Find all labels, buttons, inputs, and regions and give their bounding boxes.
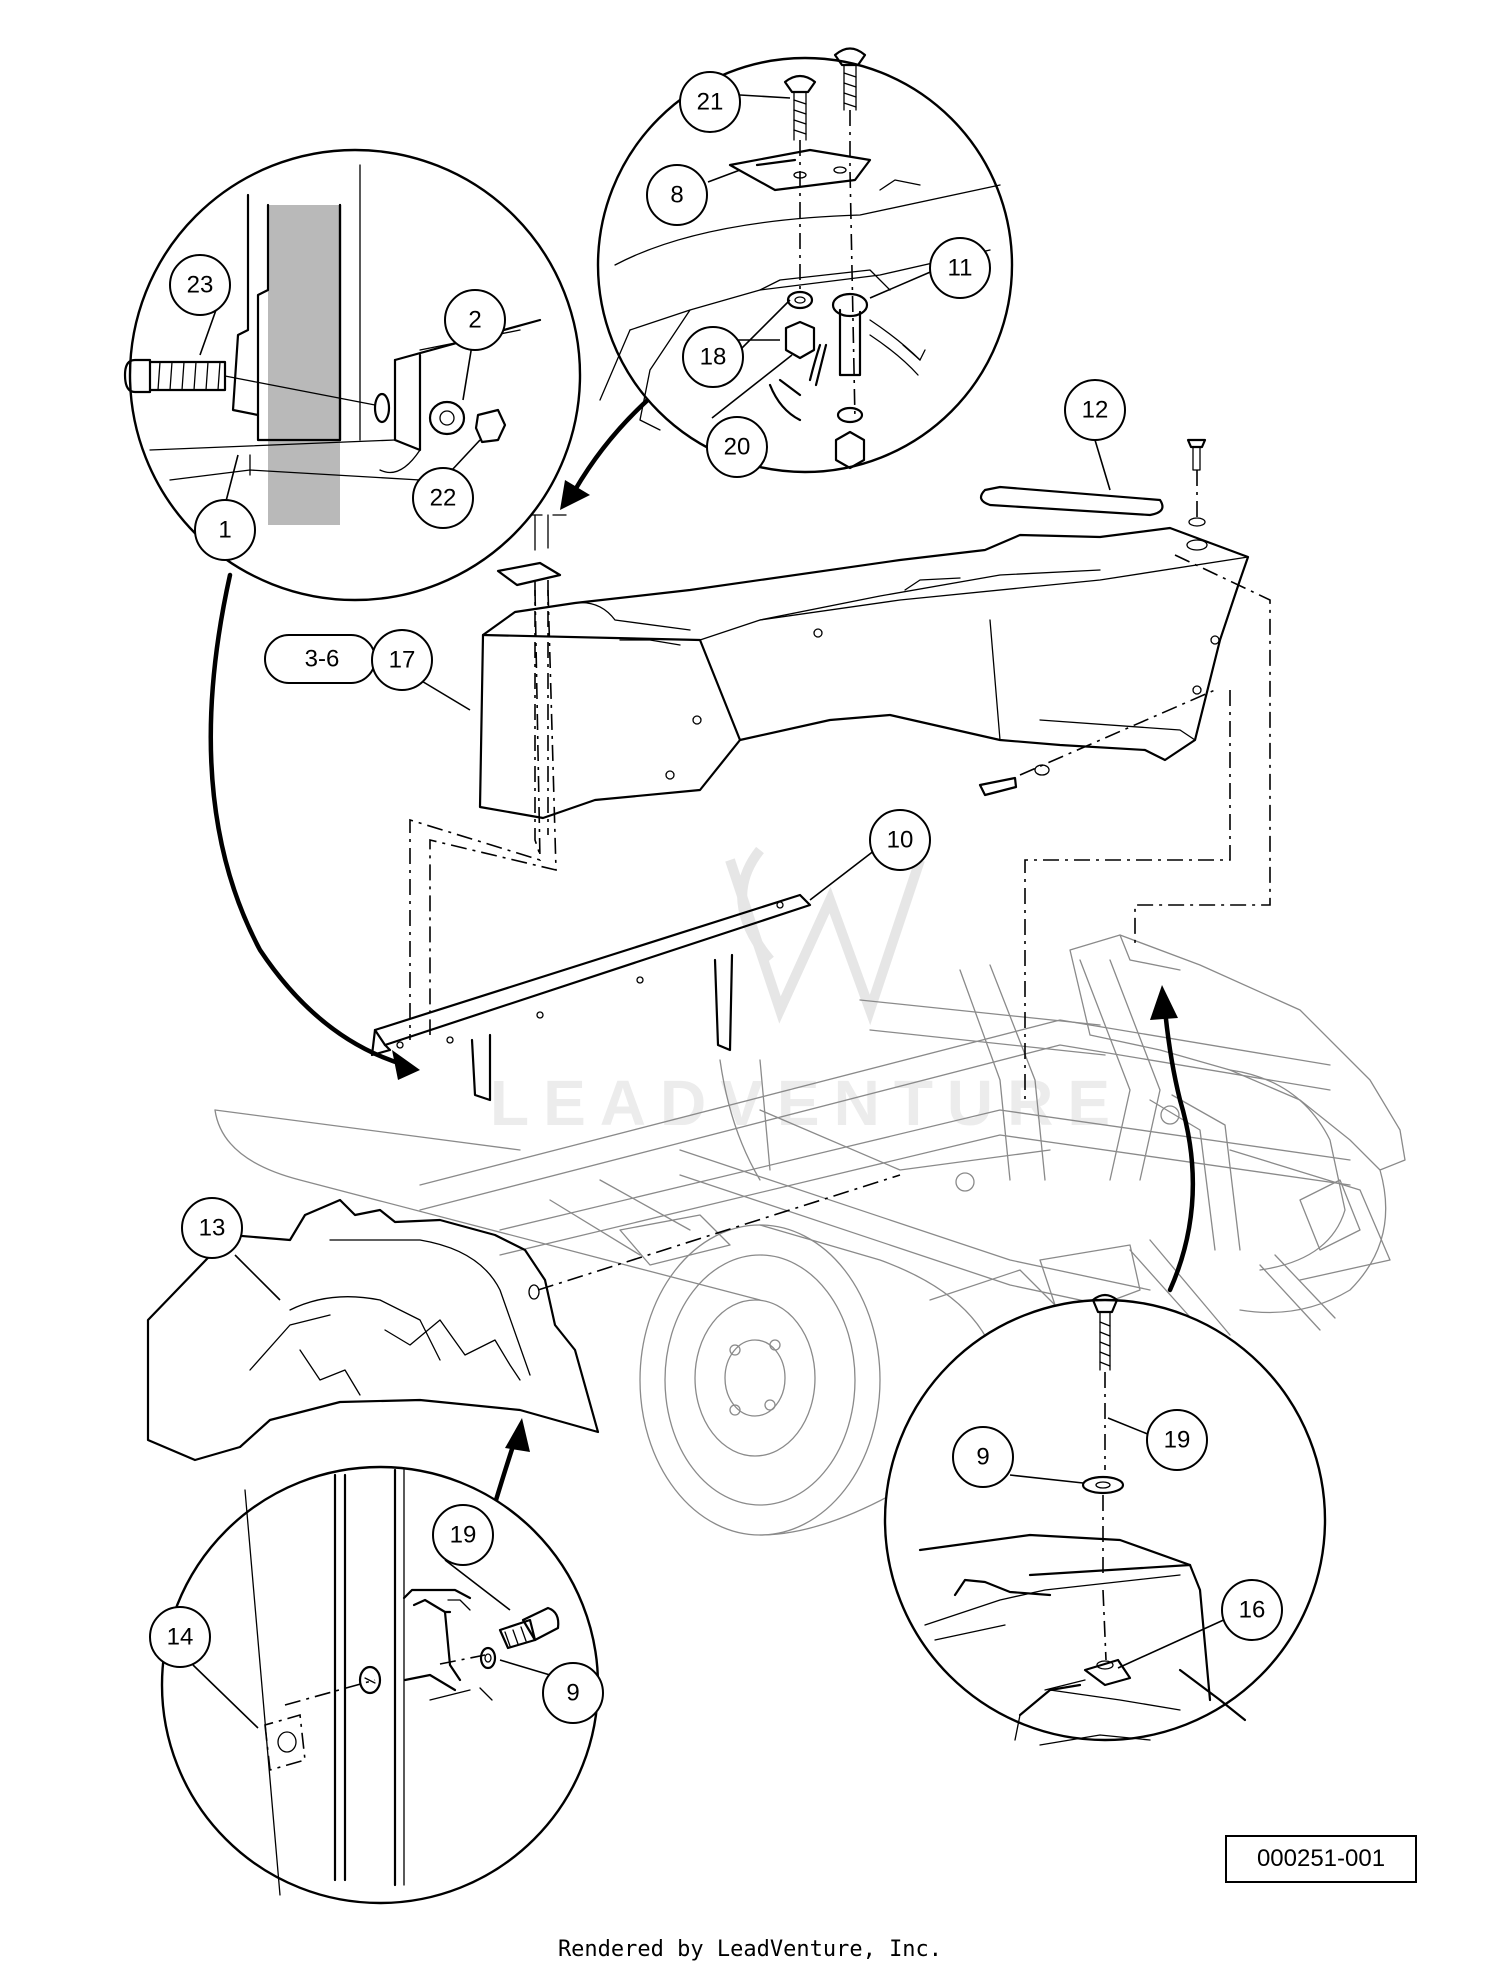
callout-label: 9 bbox=[976, 1444, 989, 1471]
callout-label: 19 bbox=[1164, 1427, 1191, 1454]
callout-label: 22 bbox=[430, 485, 457, 512]
callout-ref-3-6: 3-6 bbox=[264, 634, 376, 684]
callout-2: 2 bbox=[444, 289, 506, 351]
plate-screws bbox=[496, 514, 567, 587]
callout-19-right: 19 bbox=[1146, 1409, 1208, 1471]
callout-label: 18 bbox=[700, 344, 727, 371]
callout-11: 11 bbox=[929, 237, 991, 299]
callout-label: 23 bbox=[187, 272, 214, 299]
callout-16: 16 bbox=[1221, 1579, 1283, 1641]
render-credit: Rendered by LeadVenture, Inc. bbox=[557, 1937, 943, 1962]
callout-label: 16 bbox=[1239, 1597, 1266, 1624]
detail-view-top-left bbox=[123, 148, 582, 602]
callout-label: 17 bbox=[389, 647, 416, 674]
callout-label: 9 bbox=[566, 1680, 579, 1707]
alignment-lines bbox=[409, 470, 1271, 1291]
callout-23: 23 bbox=[169, 254, 231, 316]
callout-14: 14 bbox=[149, 1606, 211, 1668]
callout-label: 21 bbox=[697, 89, 724, 116]
callout-13: 13 bbox=[181, 1197, 243, 1259]
callout-20: 20 bbox=[706, 416, 768, 478]
callout-22: 22 bbox=[412, 467, 474, 529]
cross-member-bracket bbox=[370, 893, 812, 1102]
body-panel bbox=[478, 526, 1250, 820]
callout-label: 11 bbox=[948, 255, 973, 282]
callout-1: 1 bbox=[194, 499, 256, 561]
callout-17: 17 bbox=[371, 629, 433, 691]
callout-18: 18 bbox=[682, 326, 744, 388]
callout-label: 8 bbox=[670, 182, 683, 209]
callout-19-left: 19 bbox=[432, 1504, 494, 1566]
watermark-text: LEADVENTURE bbox=[490, 1067, 1124, 1139]
callout-9-left: 9 bbox=[542, 1662, 604, 1724]
callout-label: 19 bbox=[450, 1522, 477, 1549]
callout-9-right: 9 bbox=[952, 1426, 1014, 1488]
callout-label: 10 bbox=[887, 827, 914, 854]
document-number: 000251-001 bbox=[1225, 1835, 1417, 1883]
callout-label: 2 bbox=[468, 307, 481, 334]
callout-label: 20 bbox=[724, 434, 751, 461]
callout-label: 14 bbox=[167, 1624, 194, 1651]
callout-label: 12 bbox=[1082, 397, 1109, 424]
leader-lines bbox=[192, 94, 1229, 1729]
callout-12: 12 bbox=[1064, 379, 1126, 441]
detail-view-bottom-right bbox=[883, 1293, 1327, 1746]
callout-10: 10 bbox=[869, 809, 931, 871]
callout-21: 21 bbox=[679, 71, 741, 133]
callout-8: 8 bbox=[646, 164, 708, 226]
trim-screw bbox=[1186, 438, 1208, 551]
callout-label: 1 bbox=[218, 517, 231, 544]
callout-label: 13 bbox=[199, 1215, 226, 1242]
left-fender bbox=[146, 1198, 600, 1462]
callout-label: 3-6 bbox=[305, 646, 340, 673]
side-screw bbox=[978, 764, 1050, 797]
watermark-logo: LEADVENTURE bbox=[490, 846, 1124, 1139]
detail-view-bottom-left bbox=[160, 1465, 600, 1905]
trim-strip bbox=[979, 485, 1164, 517]
chassis-frame bbox=[214, 959, 1391, 1361]
